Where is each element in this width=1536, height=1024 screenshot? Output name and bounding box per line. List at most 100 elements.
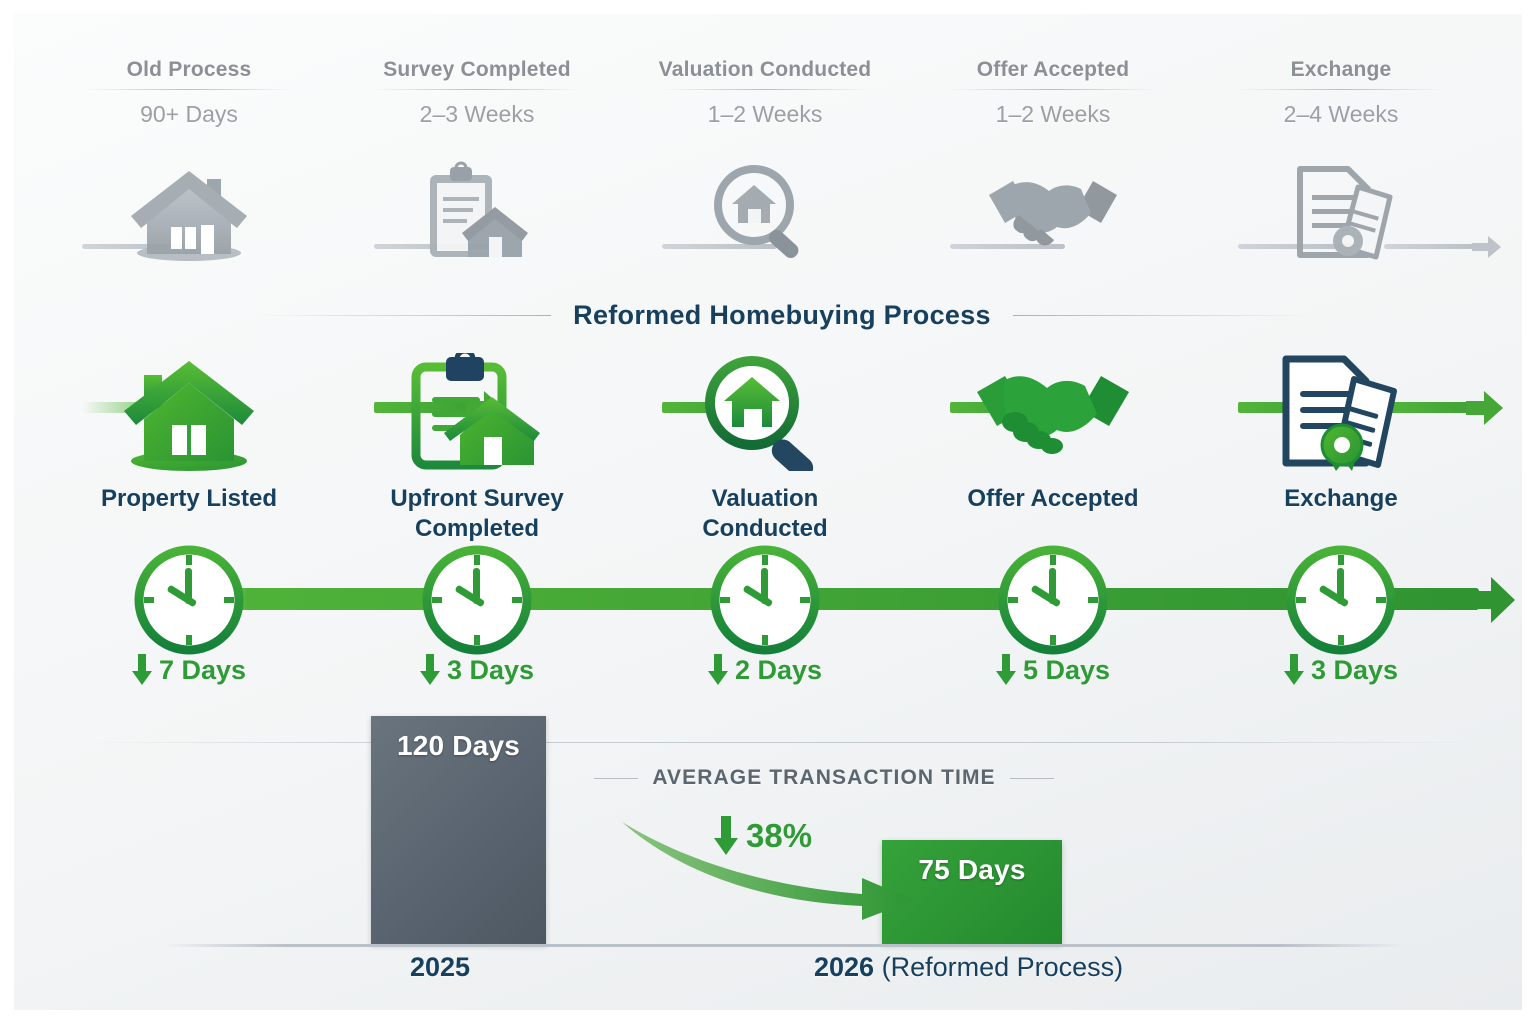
bar-2025: 120 Days: [371, 716, 546, 944]
days-saved-item: 5 Days: [928, 654, 1178, 686]
title-rule: [1236, 89, 1446, 90]
down-arrow-icon: [995, 654, 1016, 685]
title-rule: [372, 89, 582, 90]
chart-divider: [84, 742, 1484, 743]
days-saved-label: 2 Days: [734, 654, 823, 685]
stage-label-line2: Completed: [414, 515, 539, 543]
new-arrow-head-icon: [1466, 391, 1503, 425]
reduction-curve-arrow-icon: [622, 822, 914, 920]
days-saved-item: 3 Days: [352, 654, 602, 686]
days-saved-label: 3 Days: [1310, 654, 1399, 685]
new-magnifier-house-icon: [650, 352, 880, 472]
section-divider-right: [1012, 315, 1313, 316]
old-stage-1: Survey Completed 2–3 Weeks: [362, 58, 592, 128]
bar-value-label: 75 Days: [918, 854, 1026, 885]
down-arrow-icon: [707, 654, 728, 685]
section-title-row: Reformed Homebuying Process: [14, 300, 1536, 331]
stage-label-offer-accepted: Offer Accepted: [928, 484, 1178, 514]
old-house-icon: [74, 158, 304, 263]
down-arrow-icon: [419, 654, 440, 685]
old-connector-3: [662, 244, 777, 249]
new-stage-labels: Property Listed Upfront Survey Completed…: [74, 484, 1494, 554]
axis-label-qualifier: (Reformed Process): [874, 952, 1124, 982]
days-saved-item: 2 Days: [640, 654, 890, 686]
old-stage-3: Offer Accepted 1–2 Weeks: [938, 58, 1168, 128]
new-clipboard-survey-icon: [362, 352, 592, 472]
stage-label-line1: Offer Accepted: [967, 485, 1139, 512]
new-house-icon: [74, 352, 304, 472]
stage-label-valuation: Valuation Conducted: [640, 484, 890, 544]
clock-timeline: [74, 542, 1515, 662]
stage-label-line2: Conducted: [702, 515, 828, 543]
timeline-arrow-head-icon: [1469, 577, 1515, 623]
section-divider-left: [251, 315, 552, 316]
stage-label-exchange: Exchange: [1216, 484, 1466, 514]
chart-title-row: AVERAGE TRANSACTION TIME: [594, 766, 1054, 790]
days-saved-item: 7 Days: [64, 654, 314, 686]
chart-title: AVERAGE TRANSACTION TIME: [652, 766, 996, 789]
old-connector-5: [1238, 244, 1353, 249]
old-clipboard-survey-icon: [362, 158, 592, 263]
stage-label-line1: Property Listed: [100, 485, 278, 512]
stage-label-upfront-survey: Upfront Survey Completed: [352, 484, 602, 544]
old-connector-1: [82, 244, 192, 249]
down-arrow-icon: [1283, 654, 1304, 685]
old-magnifier-house-icon: [650, 158, 880, 263]
stage-label-property-listed: Property Listed: [64, 484, 314, 514]
old-stage-title: Exchange: [1290, 58, 1392, 81]
old-stage-0: Old Process 90+ Days: [74, 58, 304, 128]
old-stage-title: Old Process: [126, 58, 252, 81]
title-rule: [84, 89, 294, 90]
stage-label-line1: Valuation: [711, 485, 819, 512]
clock-icon: [707, 542, 823, 658]
section-title: Reformed Homebuying Process: [573, 300, 991, 330]
old-connector-4: [950, 244, 1065, 249]
old-connector-6: [1384, 244, 1479, 249]
axis-label-year: 2026: [814, 952, 875, 982]
days-saved-row: 7 Days 3 Days 2 Days 5 Days 3 Days: [74, 654, 1494, 704]
days-saved-item: 3 Days: [1216, 654, 1466, 686]
old-documents-seal-icon: [1226, 158, 1456, 263]
axis-label-text: 2025: [410, 952, 471, 982]
clock-icon: [995, 542, 1111, 658]
reduction-badge: 38%: [714, 816, 812, 856]
clock-icon: [1283, 542, 1399, 658]
new-process-icon-row: [74, 352, 1503, 482]
days-saved-label: 5 Days: [1022, 654, 1111, 685]
old-stage-duration: 2–4 Weeks: [1283, 101, 1399, 127]
down-arrow-icon: [714, 816, 738, 855]
old-arrow-head-icon: [1472, 236, 1501, 258]
old-stage-duration: 2–3 Weeks: [419, 101, 535, 127]
bar-2026: 75 Days: [882, 840, 1062, 944]
old-stage-title: Valuation Conducted: [658, 58, 872, 81]
days-saved-label: 7 Days: [158, 654, 247, 685]
stage-label-line1: Upfront Survey: [390, 485, 564, 512]
axis-label-2025: 2025: [410, 952, 470, 983]
clock-icon: [131, 542, 247, 658]
days-saved-label: 3 Days: [446, 654, 535, 685]
new-handshake-icon: [938, 352, 1168, 472]
old-stage-duration: 90+ Days: [140, 101, 238, 127]
old-process-row: Old Process 90+ Days Survey Completed 2–…: [74, 58, 1501, 273]
stage-label-line1: Exchange: [1284, 485, 1398, 512]
title-rule: [660, 89, 870, 90]
chart-baseline: [164, 944, 1404, 947]
old-stage-duration: 1–2 Weeks: [995, 101, 1111, 127]
average-transaction-chart: 120 Days 75 Days AVERAGE TRANSACTION TIM…: [74, 704, 1494, 1004]
chart-title-rule-left: [594, 777, 639, 779]
old-stage-title: Survey Completed: [383, 58, 571, 81]
axis-label-2026: 2026 (Reformed Process): [814, 952, 1123, 983]
old-stage-title: Offer Accepted: [976, 58, 1130, 81]
new-documents-seal-icon: [1226, 352, 1456, 472]
clock-icon: [419, 542, 535, 658]
old-handshake-icon: [938, 158, 1168, 263]
old-stage-2: Valuation Conducted 1–2 Weeks: [650, 58, 880, 128]
new-connector-1: [374, 402, 469, 413]
title-rule: [948, 89, 1158, 90]
chart-title-rule-right: [1009, 777, 1054, 779]
old-stage-duration: 1–2 Weeks: [707, 101, 823, 127]
bar-value-label: 120 Days: [396, 730, 521, 761]
new-connector-5: [1384, 402, 1474, 413]
old-stage-4: Exchange 2–4 Weeks: [1226, 58, 1456, 128]
